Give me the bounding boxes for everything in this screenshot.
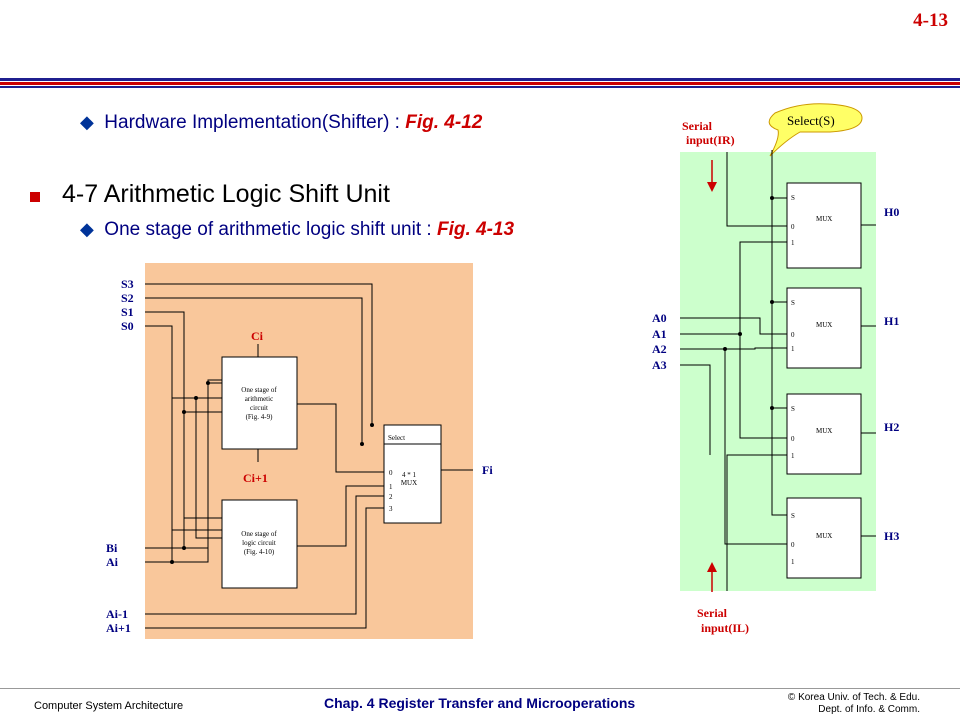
mux-h3-label: MUX bbox=[816, 532, 832, 540]
output-label-fi: Fi bbox=[482, 463, 493, 477]
mux-label-line-1: 4 * 1 bbox=[402, 471, 417, 479]
footer-right-line-1: © Korea Univ. of Tech. & Edu. bbox=[787, 692, 920, 703]
serial-il-label-2: input(IL) bbox=[701, 621, 749, 635]
input-a3: A3 bbox=[652, 358, 667, 372]
arith-box-line-2: arithmetic bbox=[245, 395, 273, 403]
mux-4x1-box bbox=[383, 424, 442, 524]
footer-left-text: Computer System Architecture bbox=[34, 700, 184, 712]
serial-ir-label-1: Serial bbox=[682, 119, 713, 133]
diamond-bullet-icon: ◆ bbox=[80, 219, 94, 239]
page-number: 4-13 bbox=[913, 10, 948, 31]
arith-box-line-4: (Fig. 4-9) bbox=[246, 413, 274, 421]
output-h2: H2 bbox=[884, 420, 899, 434]
select-label-s2: S2 bbox=[121, 291, 134, 305]
mux-h2-1: 1 bbox=[791, 452, 795, 460]
mux-input-1: 1 bbox=[389, 483, 393, 491]
mux-h3-0: 0 bbox=[791, 541, 795, 549]
diamond-bullet-icon: ◆ bbox=[80, 112, 94, 132]
mux-h1-label: MUX bbox=[816, 321, 832, 329]
input-a2: A2 bbox=[652, 342, 667, 356]
select-label-s3: S3 bbox=[121, 277, 134, 291]
output-h0: H0 bbox=[884, 205, 899, 219]
input-label-ai-plus-1: Ai+1 bbox=[106, 621, 131, 635]
bullet-text: One stage of arithmetic logic shift unit… bbox=[104, 219, 437, 240]
footer-copyright: © Korea Univ. of Tech. & Edu. Dept. of I… bbox=[780, 692, 920, 716]
mux-h2-label: MUX bbox=[816, 427, 832, 435]
mux-h3-1: 1 bbox=[791, 558, 795, 566]
mux-h1-1: 1 bbox=[791, 345, 795, 353]
mux-h0-label: MUX bbox=[816, 215, 832, 223]
mux-h0-box bbox=[786, 182, 862, 269]
serial-il-arrow-icon bbox=[707, 562, 717, 572]
header-rule-red bbox=[0, 82, 960, 85]
bullet-one-stage: ◆ One stage of arithmetic logic shift un… bbox=[80, 219, 514, 241]
carry-out-label: Ci+1 bbox=[243, 471, 268, 485]
input-a1: A1 bbox=[652, 327, 667, 341]
mux-h1-s: S bbox=[791, 299, 795, 307]
output-h3: H3 bbox=[884, 529, 899, 543]
input-label-ai: Ai bbox=[106, 555, 119, 569]
select-label-s1: S1 bbox=[121, 305, 134, 319]
mux-select-label: Select bbox=[388, 434, 405, 442]
square-bullet-icon bbox=[30, 192, 40, 202]
mux-input-3: 3 bbox=[389, 505, 393, 513]
serial-ir-arrow-icon bbox=[707, 182, 717, 192]
footer-chapter-title: Chap. 4 Register Transfer and Microopera… bbox=[324, 695, 636, 711]
mux-h0-1: 1 bbox=[791, 239, 795, 247]
mux-label-line-2: MUX bbox=[401, 479, 417, 487]
header-rule-blue-2 bbox=[0, 86, 960, 88]
select-callout-text: Select(S) bbox=[787, 113, 835, 128]
arith-box-line-1: One stage of bbox=[241, 386, 277, 394]
serial-ir-label-2: input(IR) bbox=[686, 133, 735, 147]
select-callout bbox=[768, 103, 863, 157]
header-rule-blue bbox=[0, 78, 960, 81]
mux-h0-0: 0 bbox=[791, 223, 795, 231]
logic-box-line-2: logic circuit bbox=[242, 539, 276, 547]
mux-h0-s: S bbox=[791, 194, 795, 202]
select-label-s0: S0 bbox=[121, 319, 134, 333]
section-title: 4-7 Arithmetic Logic Shift Unit bbox=[62, 180, 390, 208]
figure-reference: Fig. 4-12 bbox=[405, 112, 483, 133]
mux-input-2: 2 bbox=[389, 493, 393, 501]
logic-box-line-1: One stage of bbox=[241, 530, 277, 538]
footer-right-line-2: Dept. of Info. & Comm. bbox=[818, 704, 920, 715]
input-label-bi: Bi bbox=[106, 541, 118, 555]
arithmetic-circuit-box bbox=[221, 356, 298, 450]
arith-box-line-3: circuit bbox=[250, 404, 268, 412]
logic-box-line-3: (Fig. 4-10) bbox=[244, 548, 275, 556]
figure-reference: Fig. 4-13 bbox=[436, 219, 515, 240]
output-h1: H1 bbox=[884, 314, 899, 328]
mux-h1-box bbox=[786, 287, 862, 369]
mux-h2-0: 0 bbox=[791, 435, 795, 443]
mux-h3-box bbox=[786, 497, 862, 579]
footer-rule bbox=[0, 688, 960, 689]
mux-h3-s: S bbox=[791, 512, 795, 520]
logic-circuit-box bbox=[221, 499, 298, 589]
input-label-ai-minus-1: Ai-1 bbox=[106, 607, 128, 621]
mux-h2-s: S bbox=[791, 405, 795, 413]
carry-in-label: Ci bbox=[251, 329, 264, 343]
mux-h2-box bbox=[786, 393, 862, 475]
mux-h1-0: 0 bbox=[791, 331, 795, 339]
bullet-text: Hardware Implementation(Shifter) : bbox=[104, 112, 406, 133]
mux-input-0: 0 bbox=[389, 469, 393, 477]
serial-il-label-1: Serial bbox=[697, 606, 728, 620]
bullet-hardware-implementation: ◆ Hardware Implementation(Shifter) : Fig… bbox=[80, 112, 482, 134]
input-a0: A0 bbox=[652, 311, 667, 325]
